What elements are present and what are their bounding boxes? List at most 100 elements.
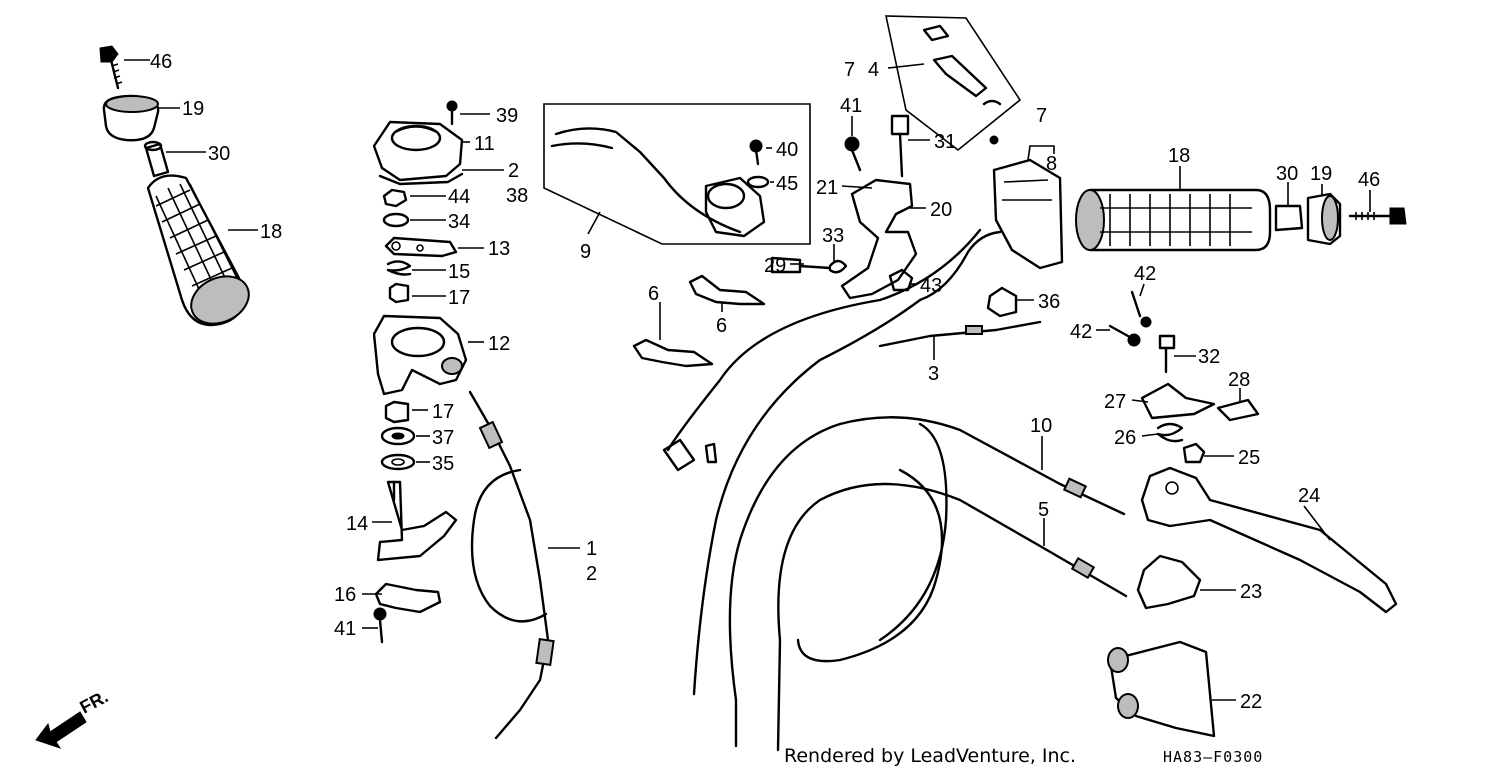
callout-29: 29 (764, 255, 786, 277)
callout-25: 25 (1238, 447, 1260, 469)
callout-2-upper: 2 (508, 160, 519, 182)
pin-31[interactable] (890, 114, 910, 178)
callout-13: 13 (488, 238, 510, 260)
screw-39[interactable] (446, 100, 458, 126)
throttle-housing-12[interactable] (372, 314, 468, 396)
callout-30-left: 30 (208, 143, 230, 165)
callout-5: 5 (1038, 499, 1049, 521)
bolt-32[interactable] (1158, 334, 1176, 374)
cover-22[interactable] (1107, 640, 1216, 738)
callout-2-lower: 2 (586, 563, 597, 585)
throttle-cable-1[interactable] (468, 390, 555, 740)
callout-8: 8 (1046, 153, 1057, 175)
washer-45[interactable] (746, 175, 770, 189)
grommet-36[interactable] (986, 286, 1018, 318)
throttle-arm-13[interactable] (384, 236, 458, 258)
switch-connector[interactable] (662, 438, 718, 472)
switch-housing-7-8[interactable] (918, 158, 1064, 302)
spring-26[interactable] (1156, 422, 1184, 443)
callout-21: 21 (816, 177, 838, 199)
callout-labels: 46 19 30 18 39 11 2 38 44 34 13 15 17 12… (150, 51, 1380, 713)
spring-15[interactable] (386, 260, 412, 276)
cable-3[interactable] (878, 320, 1042, 348)
callout-28: 28 (1228, 369, 1250, 391)
seal-37[interactable] (380, 426, 416, 446)
callout-42-upper: 42 (1134, 263, 1156, 285)
diagram-code: HA83—F0300 (1163, 748, 1264, 766)
washer-34[interactable] (382, 212, 410, 228)
cable-5[interactable] (776, 468, 1128, 752)
callout-32: 32 (1198, 346, 1220, 368)
callout-33: 33 (822, 225, 844, 247)
spring-33[interactable] (828, 259, 848, 274)
clip-6a[interactable] (688, 274, 766, 306)
callout-36: 36 (1038, 291, 1060, 313)
plate-27[interactable] (1140, 382, 1216, 420)
brake-lever-24[interactable] (1140, 466, 1398, 614)
right-weight-19[interactable] (1306, 192, 1342, 246)
screw-29[interactable] (770, 256, 832, 274)
callout-19-right: 19 (1310, 163, 1332, 185)
cable-2-lower[interactable] (666, 228, 982, 696)
callout-23: 23 (1240, 581, 1262, 603)
callout-38: 38 (506, 185, 528, 207)
callout-42-lower: 42 (1070, 321, 1092, 343)
callout-43: 43 (920, 275, 942, 297)
nut-25[interactable] (1182, 442, 1206, 464)
screw-40[interactable] (749, 139, 763, 166)
callout-1: 1 (586, 538, 597, 560)
callout-37: 37 (432, 427, 454, 449)
callout-18-right: 18 (1168, 145, 1190, 167)
clamp-16[interactable] (374, 582, 442, 614)
credit-text: Rendered by LeadVenture, Inc. (784, 745, 1077, 767)
washer-35[interactable] (380, 453, 416, 471)
plate-28[interactable] (1216, 398, 1260, 422)
callout-39: 39 (496, 105, 518, 127)
callout-46-right: 46 (1358, 169, 1380, 191)
callout-3: 3 (928, 363, 939, 385)
callout-20: 20 (930, 199, 952, 221)
callout-7-right: 7 (1036, 105, 1047, 127)
throttle-lever-14[interactable] (376, 480, 458, 562)
bolt-41b[interactable] (844, 136, 862, 172)
bushing-17a[interactable] (388, 282, 410, 304)
lever-bracket-20-21[interactable] (840, 178, 918, 300)
callout-6-right: 6 (716, 315, 727, 337)
choke-parts-4[interactable] (922, 24, 1002, 145)
gasket-2-38[interactable] (378, 172, 464, 186)
callout-24: 24 (1298, 485, 1320, 507)
bolt-41a[interactable] (373, 607, 387, 644)
clip-6b[interactable] (632, 338, 714, 368)
right-bolt-46[interactable] (1348, 207, 1407, 225)
callout-17-lower: 17 (432, 401, 454, 423)
callout-41-upper: 41 (840, 95, 862, 117)
left-weight-19[interactable] (102, 94, 160, 142)
front-marker-text: FR. (76, 686, 111, 717)
left-bolt-46[interactable] (99, 45, 123, 90)
right-grip-18[interactable] (1075, 188, 1272, 252)
callout-14: 14 (346, 513, 368, 535)
left-collar-30[interactable] (143, 140, 170, 178)
callout-11: 11 (474, 133, 495, 155)
nut-44[interactable] (382, 188, 408, 208)
callout-30-right: 30 (1276, 163, 1298, 185)
left-grip-18[interactable] (146, 174, 256, 333)
screw-42a[interactable] (1130, 290, 1152, 328)
callout-9: 9 (580, 241, 591, 263)
cable-10[interactable] (728, 416, 1126, 748)
callout-44: 44 (448, 186, 470, 208)
callout-22: 22 (1240, 691, 1262, 713)
callout-26: 26 (1114, 427, 1136, 449)
right-collar-30[interactable] (1274, 204, 1304, 232)
callout-35: 35 (432, 453, 454, 475)
choke-bracket-box (885, 15, 1022, 152)
callout-17-upper: 17 (448, 287, 470, 309)
callout-40: 40 (776, 139, 798, 161)
throttle-cover-11[interactable] (372, 120, 464, 182)
switch-assembly-9[interactable] (550, 127, 766, 238)
callout-12: 12 (488, 333, 510, 355)
screw-42b[interactable] (1108, 324, 1141, 347)
holder-23[interactable] (1136, 554, 1202, 610)
bushing-17b[interactable] (384, 400, 410, 424)
